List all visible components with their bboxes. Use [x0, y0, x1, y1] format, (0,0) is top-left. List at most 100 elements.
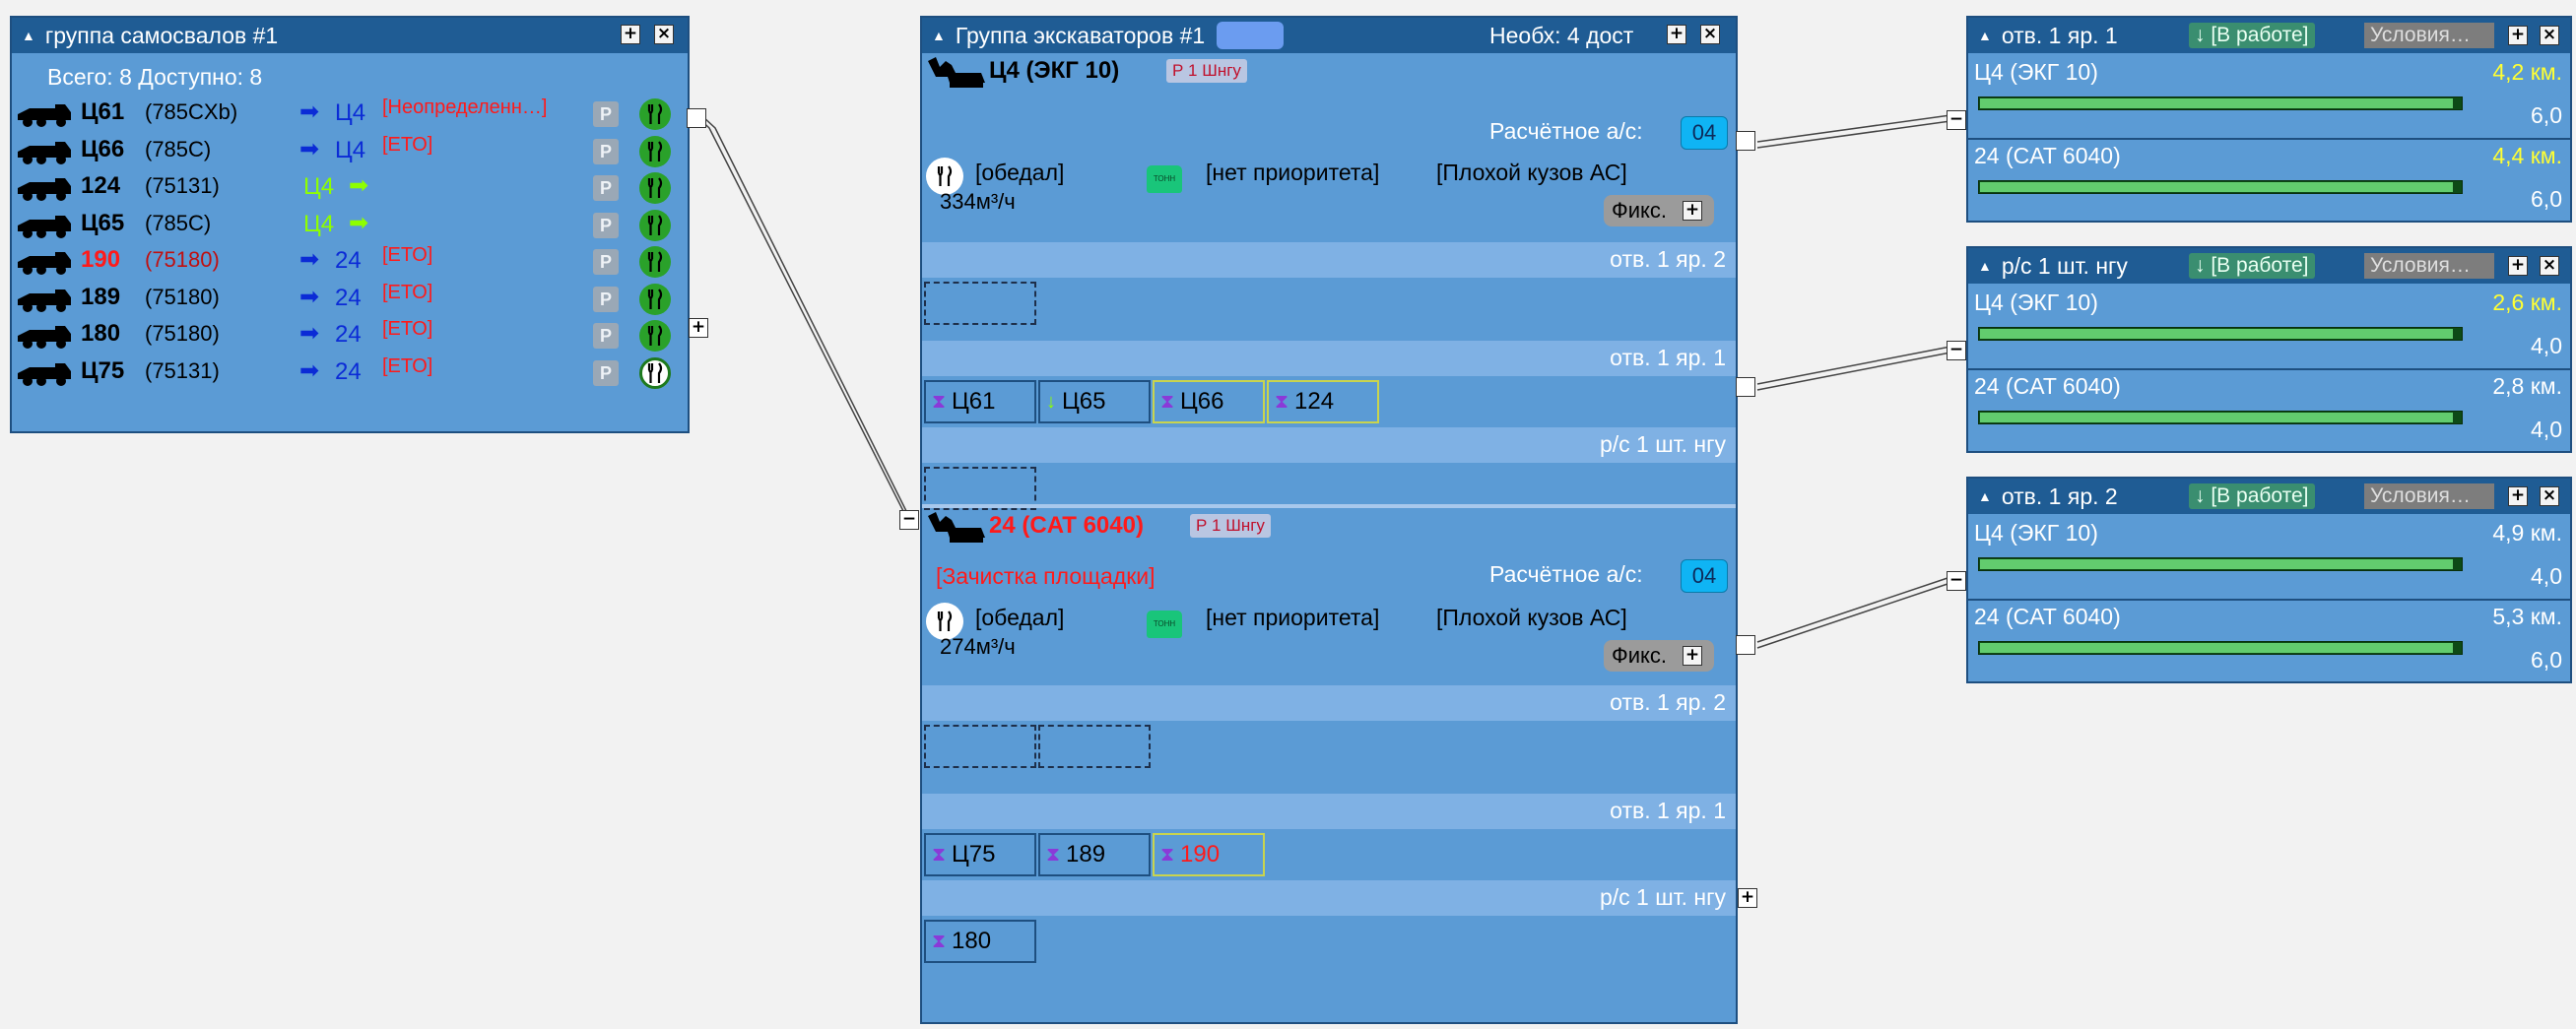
fix-button[interactable]: Фикс.+	[1604, 640, 1714, 672]
plus-icon: +	[1683, 201, 1702, 221]
dump-conditions-button[interactable]: Условия…	[2364, 483, 2494, 509]
empty-slot[interactable]	[924, 282, 1036, 325]
truck-slot[interactable]: ⧗180	[924, 920, 1036, 963]
truck-slot[interactable]: ↓Ц65	[1038, 380, 1151, 423]
truck-row[interactable]: 124(75131)Ц4➡P	[12, 170, 688, 206]
excavator-group-titlebar[interactable]: ▲ Группа экскаваторов #1 Необх: 4 дост	[922, 18, 1736, 53]
dump-conditions-button[interactable]: Условия…	[2364, 23, 2494, 48]
excavator-1-link-box[interactable]	[1736, 131, 1755, 151]
fork-icon[interactable]	[639, 209, 671, 241]
fork-icon[interactable]	[639, 283, 671, 315]
truck-row[interactable]: 189(75180)➡24[ЕТО]P	[12, 282, 688, 317]
excavator-group-panel: ▲ Группа экскаваторов #1 Необх: 4 дост +…	[920, 16, 1738, 1024]
dump-route-row[interactable]: 24 (CAT 6040)4,4 км.6,0	[1968, 139, 2570, 220]
expand-button[interactable]: +	[2508, 256, 2528, 276]
parking-badge[interactable]: P	[593, 359, 619, 386]
dump-link-button[interactable]: −	[1947, 341, 1966, 360]
dump-route-row[interactable]: 24 (CAT 6040)2,8 км.4,0	[1968, 369, 2570, 450]
truck-row[interactable]: 190(75180)➡24[ЕТО]P	[12, 244, 688, 280]
parking-badge[interactable]: P	[593, 101, 619, 127]
collapse-icon[interactable]: ▲	[932, 28, 946, 43]
truck-slot[interactable]: ⧗124	[1267, 380, 1379, 423]
truck-group-titlebar[interactable]: ▲ группа самосвалов #1	[12, 18, 688, 53]
fork-icon[interactable]	[639, 172, 671, 204]
truck-icon	[16, 359, 73, 392]
truck-row[interactable]: 180(75180)➡24[ЕТО]P	[12, 318, 688, 354]
arrow-down-icon: ↓	[1046, 390, 1056, 413]
plus-icon: +	[1683, 646, 1702, 666]
parking-badge[interactable]: P	[593, 212, 619, 238]
excavator-name[interactable]: Ц4 (ЭКГ 10)	[989, 57, 1120, 84]
expand-button[interactable]: +	[1667, 25, 1686, 44]
empty-slot[interactable]	[924, 725, 1036, 768]
fork-icon[interactable]	[639, 246, 671, 278]
expand-button[interactable]: +	[2508, 486, 2528, 506]
dump-link-button[interactable]: −	[1947, 571, 1966, 591]
excavator-2-link-box[interactable]	[1736, 635, 1755, 655]
dump-title: отв. 1 яр. 2	[2001, 482, 2118, 509]
truck-slot[interactable]: ⧗189	[1038, 833, 1151, 876]
parking-badge[interactable]: P	[593, 286, 619, 312]
calc-value[interactable]: 04	[1681, 116, 1728, 150]
dump-status-button[interactable]: ↓ [В работе]	[2189, 253, 2315, 279]
close-button[interactable]: ×	[2540, 486, 2559, 506]
truck-id: Ц75	[81, 356, 125, 384]
parking-badge[interactable]: P	[593, 249, 619, 275]
dump-link-button[interactable]: −	[1947, 110, 1966, 130]
close-button[interactable]: ×	[654, 25, 674, 44]
expand-button[interactable]: +	[621, 25, 640, 44]
arrow-right-icon: ➡	[299, 320, 320, 347]
empty-slot[interactable]	[924, 467, 1036, 510]
dump-route-row[interactable]: 24 (CAT 6040)5,3 км.6,0	[1968, 600, 2570, 680]
route-load-bar	[1978, 411, 2463, 424]
truck-slot[interactable]: ⧗Ц61	[924, 380, 1036, 423]
route-value: 4,0	[2531, 417, 2562, 442]
dump-route-row[interactable]: Ц4 (ЭКГ 10)4,2 км.6,0	[1968, 55, 2570, 136]
close-button[interactable]: ×	[2540, 256, 2559, 276]
fork-icon[interactable]	[639, 135, 671, 167]
fork-icon[interactable]	[639, 356, 671, 389]
excavator-name: 24 (CAT 6040)	[1974, 143, 2121, 168]
truck-row[interactable]: Ц66(785C)➡Ц4[ЕТО]P	[12, 134, 688, 169]
truck-slot[interactable]: ⧗Ц66	[1153, 380, 1265, 423]
empty-slot[interactable]	[1038, 725, 1151, 768]
fork-icon[interactable]	[639, 98, 671, 130]
truck-slot[interactable]: ⧗190	[1153, 833, 1265, 876]
truck-row[interactable]: Ц61(785CXb)➡Ц4[Неопределенн…]P	[12, 96, 688, 132]
parking-badge[interactable]: P	[593, 175, 619, 201]
truck-group-expand-button[interactable]: +	[689, 318, 708, 338]
parking-badge[interactable]: P	[593, 323, 619, 349]
dump-route-row[interactable]: Ц4 (ЭКГ 10)4,9 км.4,0	[1968, 516, 2570, 597]
dump-status-button[interactable]: ↓ [В работе]	[2189, 23, 2315, 48]
truck-row[interactable]: Ц65(785C)Ц4➡P	[12, 208, 688, 243]
fix-button[interactable]: Фикс.+	[1604, 195, 1714, 226]
excavator-link-button[interactable]: −	[899, 510, 919, 530]
dump-route-row[interactable]: Ц4 (ЭКГ 10)2,6 км.4,0	[1968, 286, 2570, 366]
need-count: Необх: 4 дост	[1489, 23, 1634, 48]
excavator-1-link-box-2[interactable]	[1736, 377, 1755, 397]
excavator-name: 24 (CAT 6040)	[1974, 604, 2121, 629]
truck-group-link-box[interactable]	[687, 108, 706, 128]
truck-row[interactable]: Ц75(75131)➡24[ЕТО]P	[12, 355, 688, 391]
close-button[interactable]: ×	[2540, 26, 2559, 45]
excavator-2-expand-button[interactable]: +	[1738, 888, 1757, 908]
collapse-icon[interactable]: ▲	[1978, 258, 1992, 274]
collapse-icon[interactable]: ▲	[22, 28, 35, 43]
dump-status-button[interactable]: ↓ [В работе]	[2189, 483, 2315, 509]
dump-conditions-button[interactable]: Условия…	[2364, 253, 2494, 279]
route-value: 6,0	[2531, 186, 2562, 212]
collapse-icon[interactable]: ▲	[1978, 488, 1992, 504]
parking-badge[interactable]: P	[593, 138, 619, 164]
color-swatch[interactable]	[1217, 22, 1285, 49]
hourglass-icon: ⧗	[932, 930, 947, 952]
truck-icon	[16, 138, 73, 170]
truck-slot[interactable]: ⧗Ц75	[924, 833, 1036, 876]
close-button[interactable]: ×	[1700, 25, 1720, 44]
excavator-name[interactable]: 24 (CAT 6040)	[989, 512, 1144, 539]
expand-button[interactable]: +	[2508, 26, 2528, 45]
calc-value[interactable]: 04	[1681, 559, 1728, 593]
truck-summary: Всего: 8 Доступно: 8	[47, 64, 263, 90]
route-value: 4,0	[2531, 563, 2562, 589]
fork-icon[interactable]	[639, 320, 671, 352]
collapse-icon[interactable]: ▲	[1978, 28, 1992, 43]
